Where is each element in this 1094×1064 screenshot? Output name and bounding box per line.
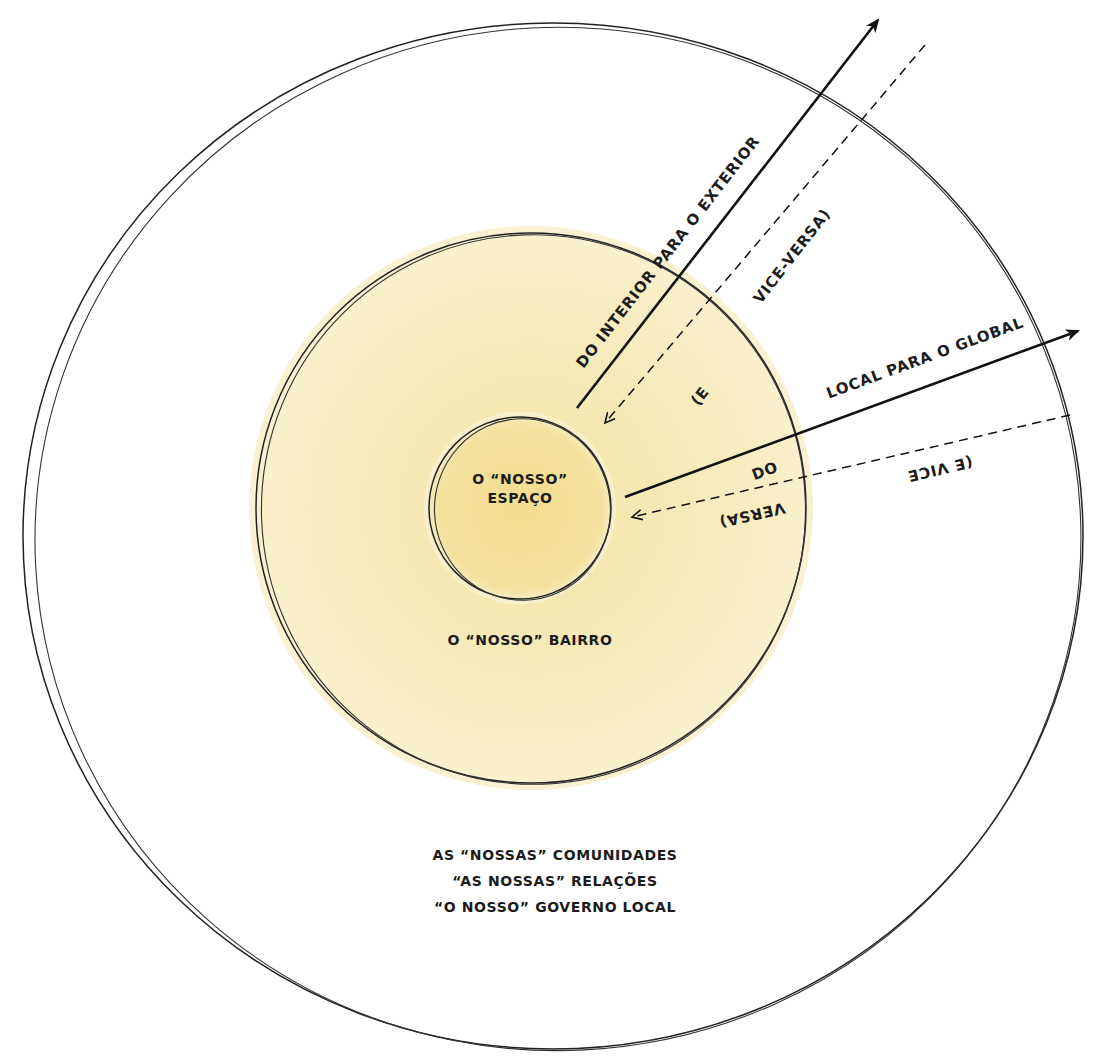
middle-circle: O “NOSSO” BAIRRO O “NOSSO” ESPAÇO [255, 232, 807, 784]
circle-label: “O NOSSO” GOVERNO LOCAL [434, 898, 676, 917]
arrow-local-dashed [632, 415, 1070, 517]
circle-label: AS “NOSSAS” COMUNIDADES [432, 846, 677, 865]
arrow-label: DO INTERIOR PARA O EXTERIOR [572, 132, 763, 371]
arrow-label: VICE-VERSA) [750, 205, 835, 307]
node-outline [428, 416, 612, 600]
circle-label: “AS NOSSAS” RELAÇÕES [452, 872, 657, 891]
outer-circle: AS “NOSSAS” COMUNIDADES “AS NOSSAS” RELAÇ… [22, 22, 1084, 1050]
arrow-label: LOCAL PARA O GLOBAL [824, 314, 1026, 403]
arrow-outward [577, 20, 878, 408]
inner-circle: O “NOSSO” ESPAÇO [428, 416, 612, 600]
arrow-label: DO [749, 458, 780, 484]
arrow-label: (E [687, 383, 713, 409]
arrow-global [625, 331, 1078, 497]
arrow-label: VERSA) [717, 499, 787, 532]
circle-label: O “NOSSO” ESPAÇO [461, 470, 579, 508]
circle-label: O “NOSSO” BAIRRO [448, 631, 613, 650]
arrow-label: (E VICE [906, 453, 975, 486]
